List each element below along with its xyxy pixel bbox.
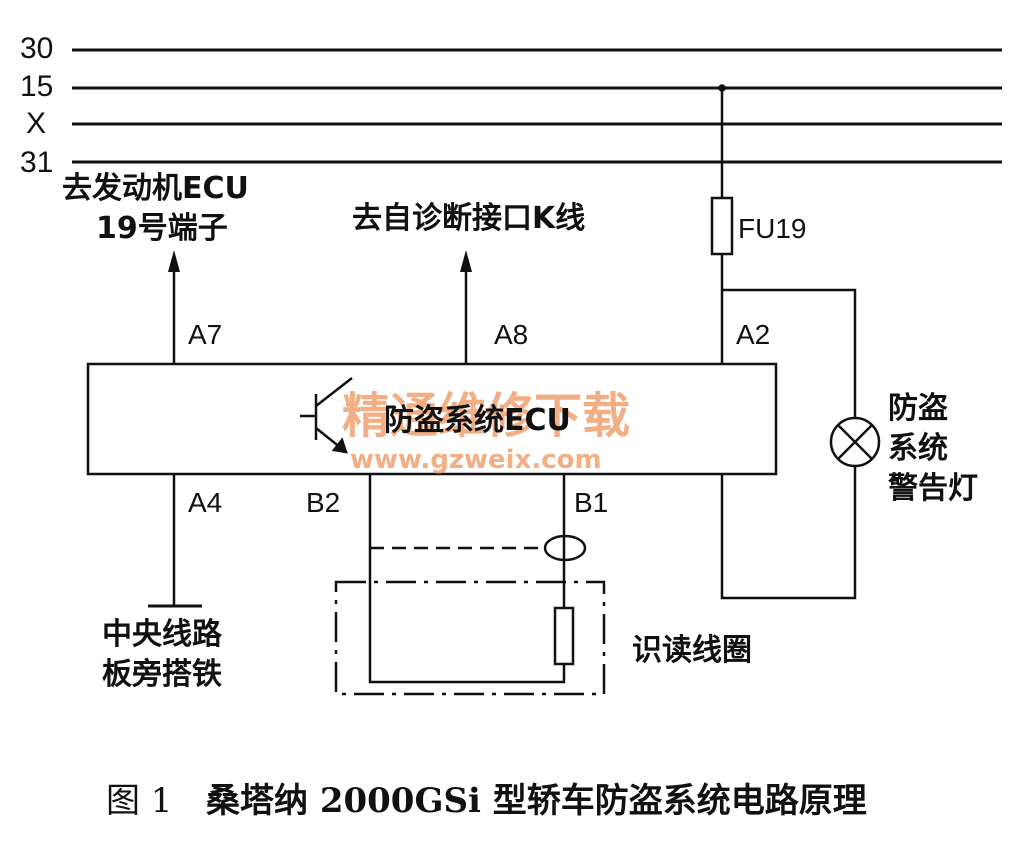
pin-a8: A8 [494, 319, 528, 350]
fuse-branch [710, 84, 857, 600]
coil-symbol [553, 606, 575, 666]
pin-a2: A2 [736, 319, 770, 350]
pin-b2: B2 [306, 487, 340, 518]
warning-lamp-icon [829, 416, 881, 468]
engine-ecu-label-2: 19号端子 [96, 211, 228, 246]
bus-label-31: 31 [20, 146, 53, 179]
ecu-box [86, 362, 778, 476]
ecu-label: 防盗系统ECU [384, 403, 571, 438]
fuse-label: FU19 [738, 213, 806, 244]
coil-wiring [334, 474, 606, 696]
bus-label-30: 30 [20, 32, 53, 65]
arrow-up-icon [168, 250, 180, 272]
arrow-up-icon [460, 250, 472, 272]
coil-label: 识读线圈 [632, 633, 752, 668]
warning-lamp-label-3: 警告灯 [888, 471, 978, 506]
shield-ring-icon [543, 534, 587, 562]
fuse-symbol [710, 196, 734, 256]
engine-ecu-label-1: 去发动机ECU [62, 171, 249, 206]
bus-label-x: X [26, 107, 46, 140]
watermark-url: www.gzweix.com [350, 445, 602, 475]
diag-k-line-label: 去自诊断接口K线 [352, 201, 585, 236]
coil-shield [334, 580, 606, 696]
transistor-icon [300, 377, 353, 454]
watermark-cn: 精通维修下载 [342, 388, 630, 444]
ground-branch [148, 474, 202, 608]
pin-a7: A7 [188, 319, 222, 350]
ground-label-1: 中央线路 [102, 617, 223, 652]
ground-label-2: 板旁搭铁 [102, 657, 222, 692]
pin-b1: B1 [574, 487, 608, 518]
figure-number: 图 1 [106, 781, 172, 821]
warning-lamp-label-1: 防盗 [888, 391, 948, 426]
figure-caption: 桑塔纳 2000GSi 型轿车防盗系统电路原理 [206, 781, 867, 821]
warning-lamp-label-2: 系统 [888, 431, 948, 466]
pin-a4: A4 [188, 487, 222, 518]
power-bus [72, 48, 1002, 164]
bus-label-15: 15 [20, 70, 53, 103]
